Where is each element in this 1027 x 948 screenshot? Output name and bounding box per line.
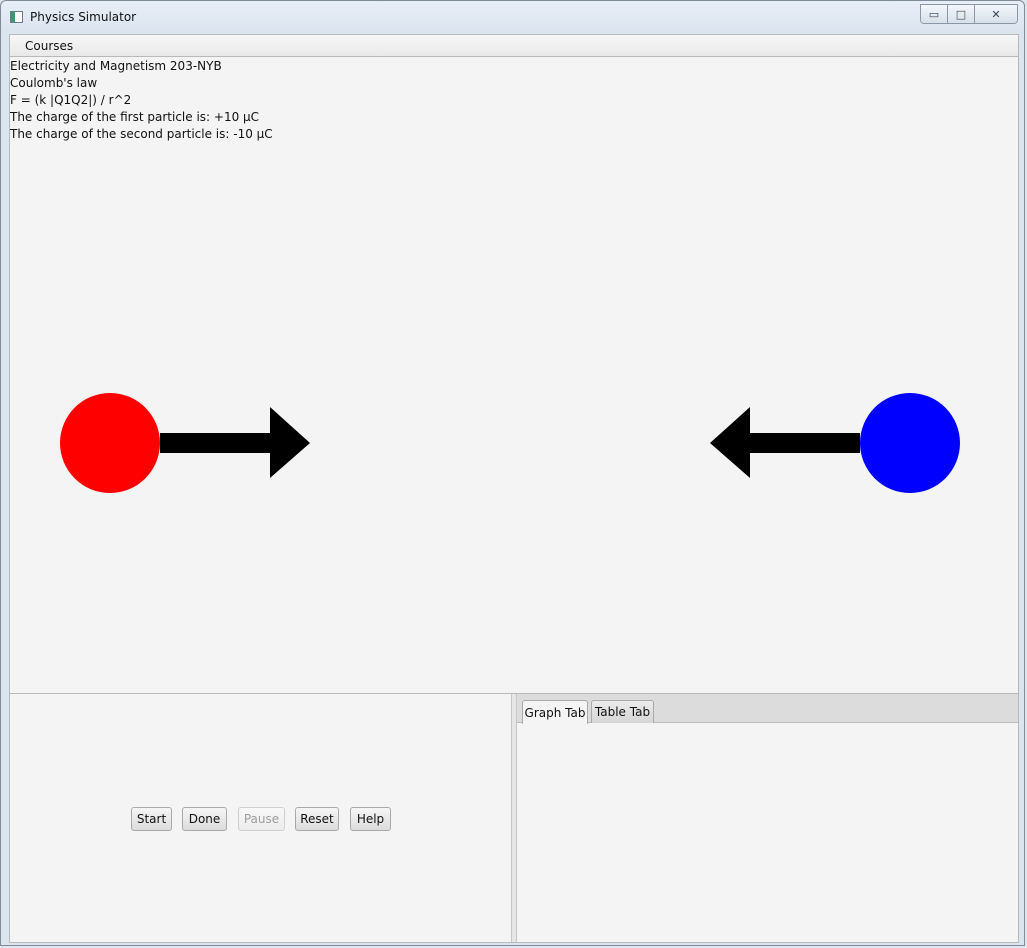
- menu-bar: Courses: [9, 34, 1019, 57]
- maximize-icon: □: [955, 7, 967, 21]
- reset-button[interactable]: Reset: [295, 807, 339, 831]
- course-label: Electricity and Magnetism 203-NYB: [10, 59, 222, 73]
- close-button[interactable]: ✕: [975, 5, 1017, 23]
- window-controls: ▭ □ ✕: [920, 4, 1018, 24]
- charge2-label: The charge of the second particle is: -1…: [10, 127, 273, 141]
- force-arrow-left: [710, 407, 860, 478]
- simulation-area: Electricity and Magnetism 203-NYB Coulom…: [9, 57, 1019, 693]
- app-icon: [10, 11, 23, 23]
- done-button[interactable]: Done: [182, 807, 227, 831]
- negative-particle: [860, 393, 960, 493]
- controls-pane: Start Done Pause Reset Help: [10, 694, 511, 942]
- tab-pane: Graph Tab Table Tab: [517, 694, 1018, 942]
- split-divider[interactable]: [511, 694, 517, 942]
- topic-label: Coulomb's law: [10, 76, 98, 90]
- minimize-icon: ▭: [928, 7, 940, 21]
- formula-label: F = (k |Q1Q2|) / r^2: [10, 93, 132, 107]
- window-title: Physics Simulator: [30, 10, 137, 24]
- tab-table[interactable]: Table Tab: [591, 700, 654, 723]
- menu-courses[interactable]: Courses: [25, 39, 74, 53]
- bottom-panel: Start Done Pause Reset Help Graph Tab Ta…: [9, 693, 1019, 943]
- tab-graph[interactable]: Graph Tab: [522, 700, 588, 724]
- maximize-button[interactable]: □: [948, 5, 975, 23]
- force-arrow-right: [160, 407, 310, 478]
- close-icon: ✕: [991, 7, 1001, 21]
- positive-particle: [60, 393, 160, 493]
- simulation-canvas: [60, 393, 960, 493]
- tab-header: Graph Tab Table Tab: [517, 694, 1018, 724]
- title-bar[interactable]: Physics Simulator ▭ □ ✕: [1, 1, 1024, 33]
- help-button[interactable]: Help: [350, 807, 391, 831]
- charge1-label: The charge of the first particle is: +10…: [10, 110, 260, 124]
- pause-button: Pause: [238, 807, 285, 831]
- start-button[interactable]: Start: [131, 807, 172, 831]
- minimize-button[interactable]: ▭: [921, 5, 948, 23]
